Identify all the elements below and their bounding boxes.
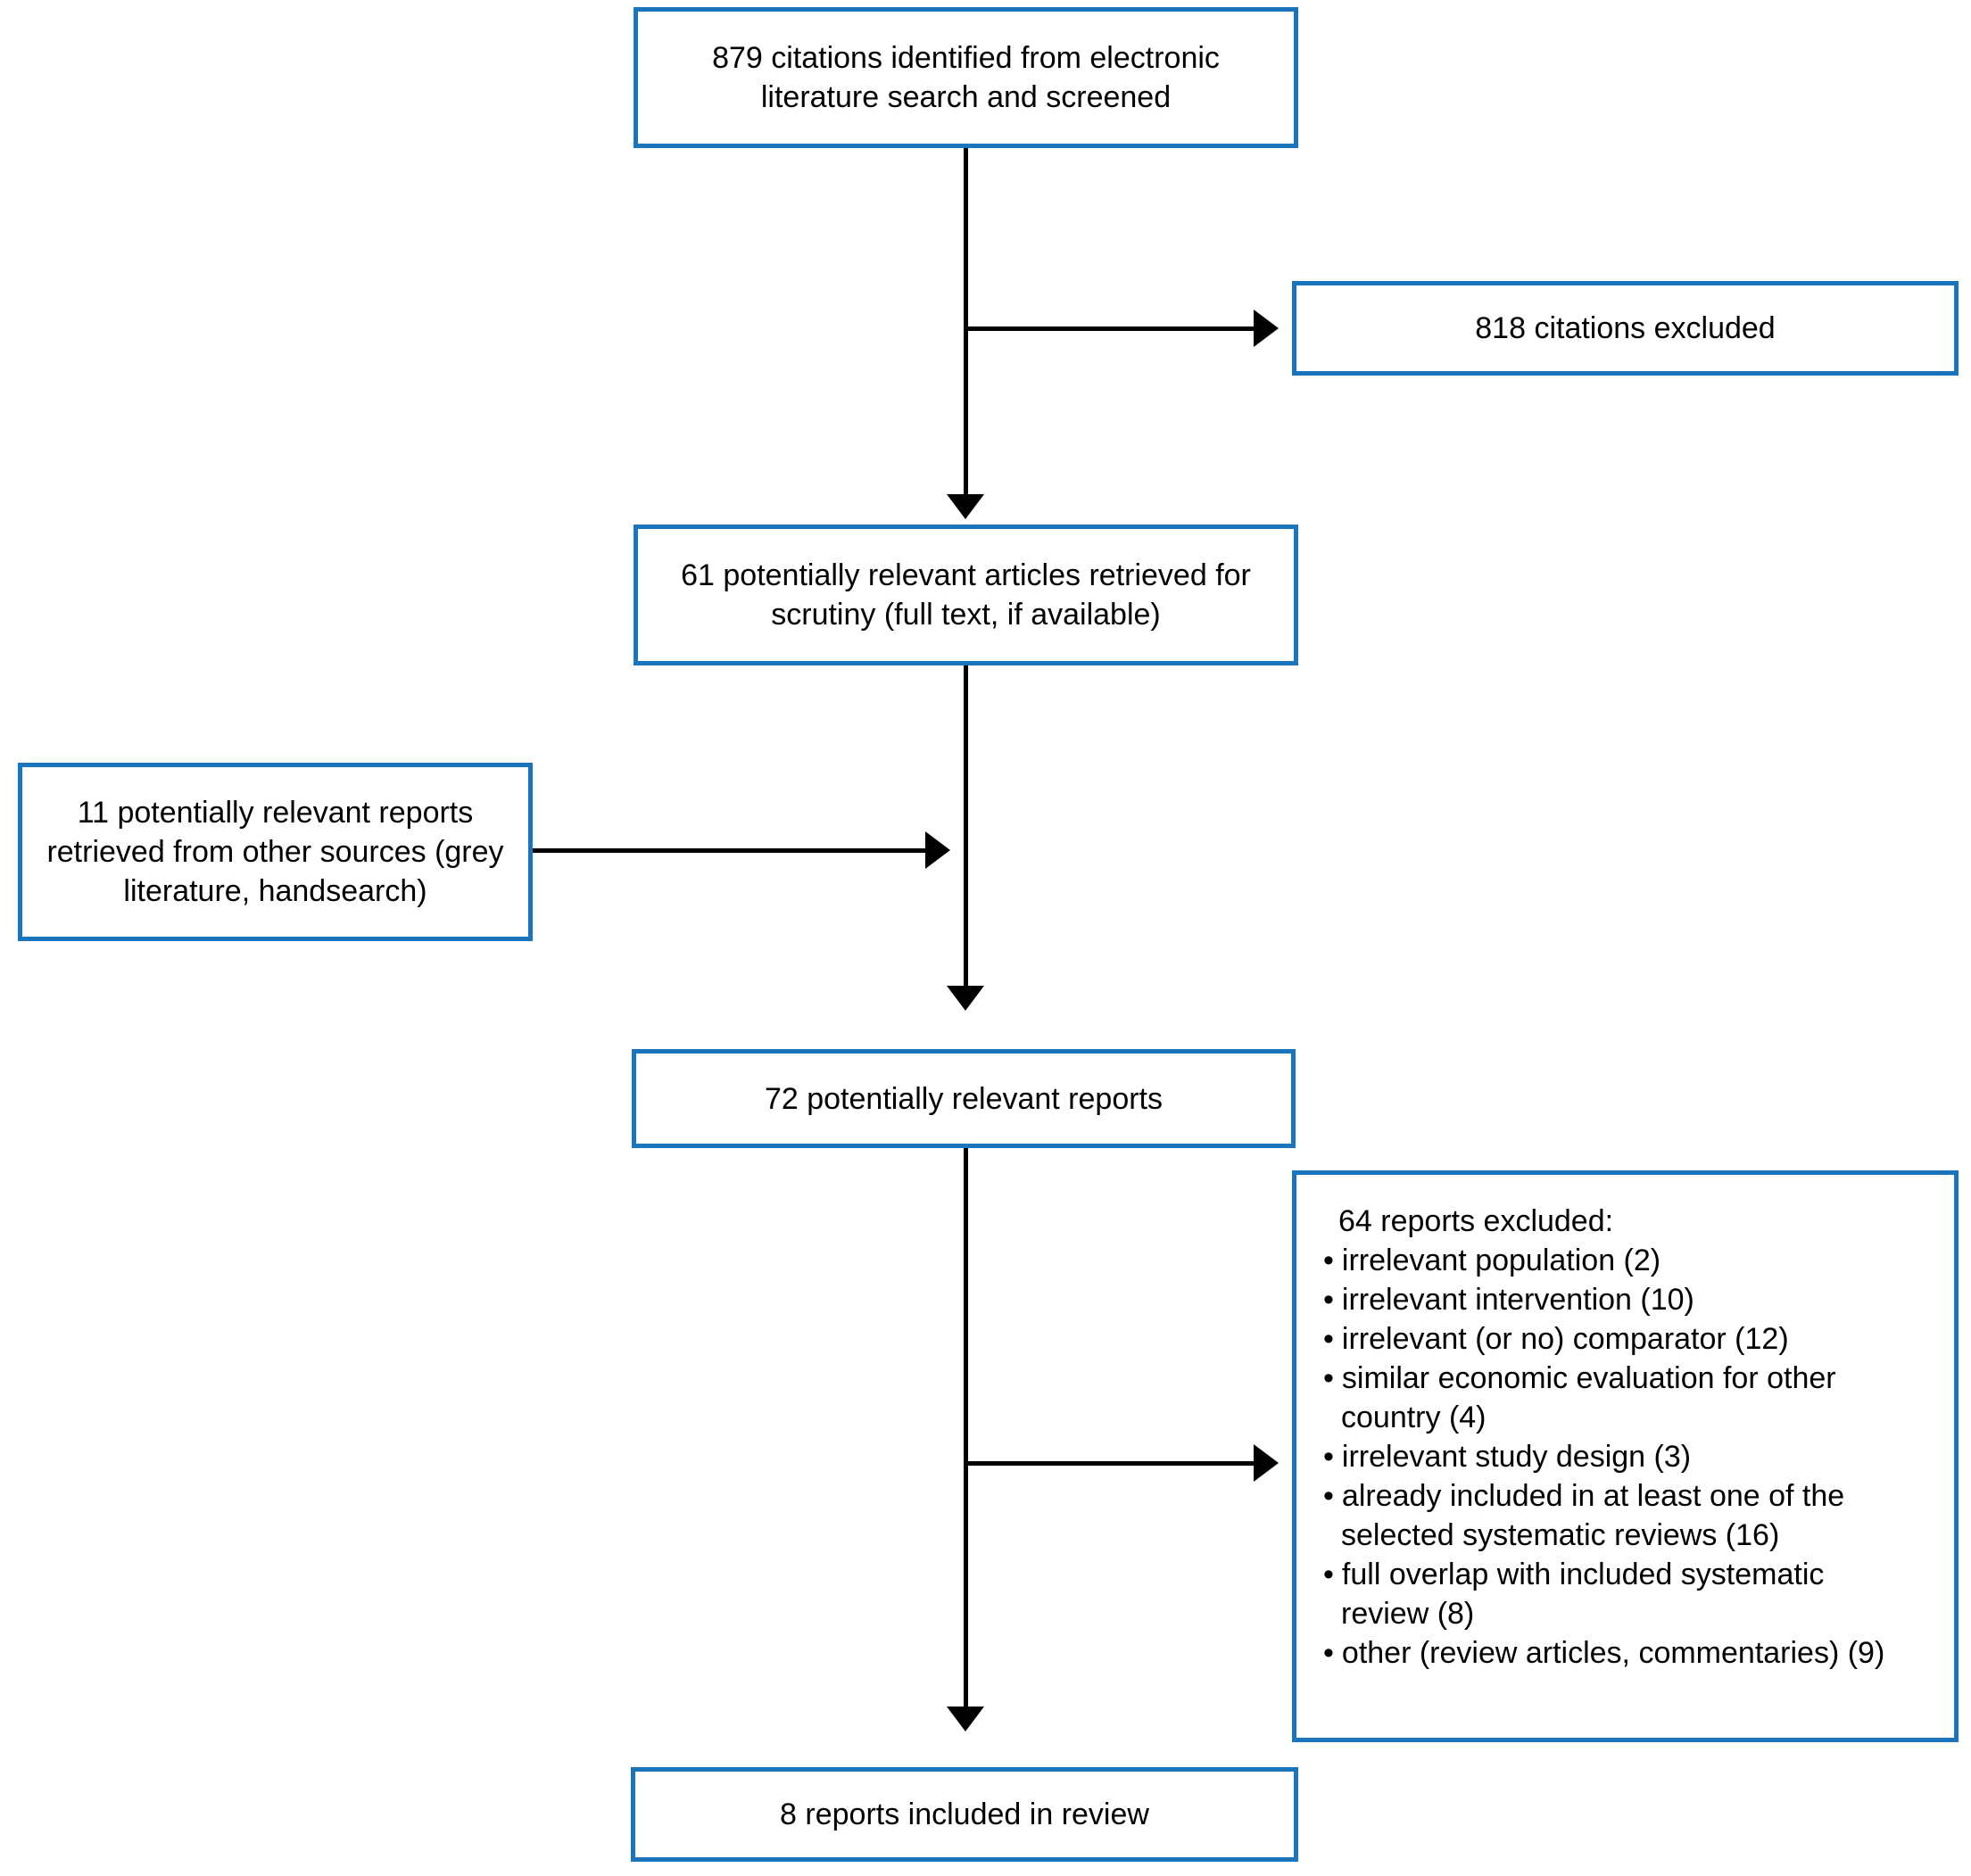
- arrowhead-right-citations-excluded: [1254, 310, 1279, 347]
- reports-excluded-item: full overlap with included systematic re…: [1323, 1555, 1914, 1633]
- reports-excluded-item: already included in at least one of the …: [1323, 1476, 1914, 1555]
- arrowhead-right-other-sources: [925, 831, 950, 869]
- arrowhead-down-identified-to-retrieved: [947, 494, 984, 519]
- box-articles-retrieved: 61 potentially relevant articles retriev…: [634, 525, 1298, 665]
- reports-excluded-item: irrelevant population (2): [1323, 1241, 1914, 1280]
- arrow-to-reports-excluded: [964, 1461, 1254, 1466]
- reports-excluded-list: irrelevant population (2) irrelevant int…: [1323, 1241, 1914, 1673]
- box-citations-identified-text: 879 citations identified from electronic…: [712, 41, 1220, 114]
- reports-excluded-item: irrelevant intervention (10): [1323, 1280, 1914, 1319]
- box-articles-retrieved-text: 61 potentially relevant articles retriev…: [681, 558, 1251, 632]
- box-potentially-relevant-reports-text: 72 potentially relevant reports: [764, 1081, 1164, 1116]
- box-reports-excluded: 64 reports excluded: irrelevant populati…: [1292, 1170, 1959, 1742]
- arrow-to-citations-excluded: [964, 326, 1254, 331]
- box-other-sources: 11 potentially relevant reports retrieve…: [18, 763, 533, 941]
- arrowhead-down-relevant-to-included: [947, 1707, 984, 1731]
- box-reports-included: 8 reports included in review: [631, 1767, 1298, 1862]
- arrow-other-sources-to-junction: [533, 848, 925, 853]
- box-other-sources-text: 11 potentially relevant reports retrieve…: [46, 796, 504, 908]
- arrowhead-down-retrieved-to-relevant: [947, 986, 984, 1011]
- reports-excluded-item: similar economic evaluation for other co…: [1323, 1359, 1914, 1437]
- arrow-relevant-to-included: [964, 1148, 968, 1707]
- reports-excluded-item: irrelevant (or no) comparator (12): [1323, 1319, 1914, 1359]
- box-citations-excluded: 818 citations excluded: [1292, 281, 1959, 376]
- box-citations-excluded-text: 818 citations excluded: [1475, 311, 1776, 345]
- arrow-identified-to-retrieved: [964, 148, 968, 496]
- box-citations-identified: 879 citations identified from electronic…: [634, 7, 1298, 148]
- reports-excluded-item: irrelevant study design (3): [1323, 1437, 1914, 1476]
- box-reports-included-text: 8 reports included in review: [780, 1797, 1149, 1831]
- reports-excluded-header: 64 reports excluded:: [1338, 1204, 1614, 1238]
- arrowhead-right-reports-excluded: [1254, 1444, 1279, 1482]
- box-potentially-relevant-reports: 72 potentially relevant reports: [632, 1049, 1296, 1148]
- reports-excluded-item: other (review articles, commentaries) (9…: [1323, 1633, 1914, 1673]
- arrow-retrieved-to-relevant: [964, 665, 968, 986]
